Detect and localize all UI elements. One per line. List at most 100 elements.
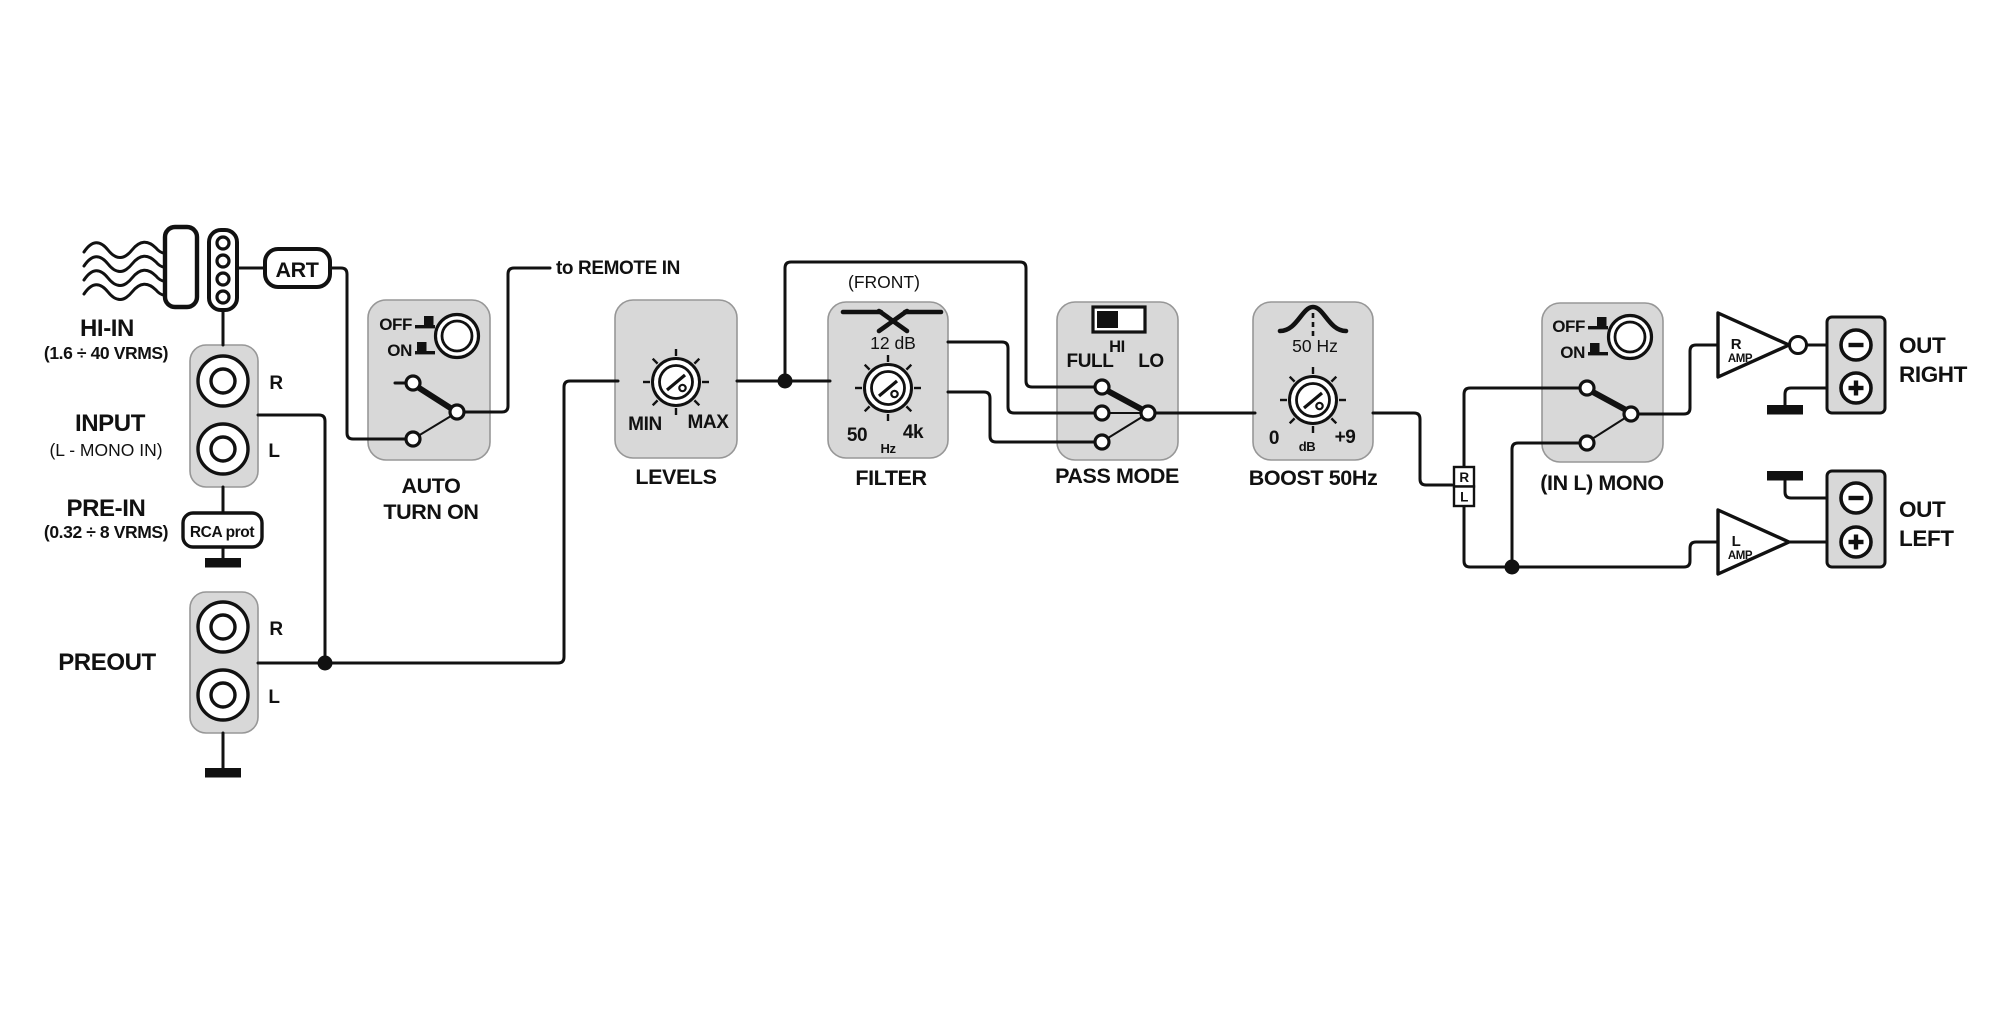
levels-max-label: MAX	[687, 412, 729, 433]
boost-to-split-wire	[1371, 411, 1454, 487]
remote-wire	[462, 266, 552, 414]
channel-tag-boxes	[1452, 465, 1476, 508]
ground-icon	[1767, 471, 1803, 481]
rca-jack-icon	[196, 422, 250, 476]
out-left-label-2: LEFT	[1899, 526, 1954, 551]
boost-min-label: 0	[1269, 428, 1279, 449]
ground-icon	[1767, 405, 1803, 415]
rca-jack-icon	[196, 668, 250, 722]
mono-to-ramp-wire	[1636, 343, 1720, 416]
mono-tap-wire	[1510, 441, 1582, 569]
pass-hi-label: HI	[1109, 338, 1125, 356]
amp-triangle-icon	[1716, 311, 1791, 379]
hi-in-range: (1.6 ÷ 40 VRMS)	[44, 343, 168, 363]
mono-on-label: ON	[1560, 343, 1585, 362]
levels-min-label: MIN	[628, 414, 662, 435]
toggle-contact-icon	[404, 374, 422, 392]
auto-off-label: OFF	[379, 315, 412, 334]
pre-in-label: PRE-IN	[67, 495, 146, 522]
out-right-label-2: RIGHT	[1899, 362, 1968, 387]
minus-terminal-icon	[1841, 483, 1871, 513]
push-button-icon	[433, 312, 481, 360]
rca-jack-icon	[196, 354, 250, 408]
full-bypass-wire	[783, 260, 1097, 389]
tag-r-label: R	[1459, 470, 1469, 485]
right-ground-wire	[1783, 386, 1843, 407]
switch-arm	[1103, 387, 1146, 413]
harness-connector-icon	[162, 224, 200, 310]
boost-knob-icon	[1278, 365, 1348, 435]
rca-jack-icon	[196, 600, 250, 654]
remote-note: to REMOTE IN	[556, 258, 680, 279]
toggle-contact-icon	[1093, 404, 1111, 422]
inverter-bubble-icon	[1788, 335, 1808, 355]
toggle-contact-icon	[1622, 405, 1640, 423]
left-amp	[1716, 508, 1791, 576]
rca-prot-box	[181, 511, 264, 549]
on-position-icon	[417, 342, 427, 352]
toggle-contact-icon	[1578, 379, 1596, 397]
boost-freq-label: 50 Hz	[1292, 336, 1338, 356]
art-label: ART	[276, 258, 319, 282]
input-sub-label: (L - MONO IN)	[49, 440, 162, 460]
plus-terminal-icon	[1841, 527, 1871, 557]
hi-in-label: HI-IN	[80, 315, 134, 342]
filter-knob-icon	[853, 353, 923, 423]
filter-lo-wire	[946, 390, 1097, 444]
filter-hi-wire	[946, 340, 1097, 415]
toggle-contact-icon	[1093, 378, 1111, 396]
right-amp-label-2: AMP	[1728, 353, 1753, 365]
pre-in-range: (0.32 ÷ 8 VRMS)	[44, 522, 168, 542]
switch-arm	[413, 383, 455, 412]
input-to-preout-wire	[256, 413, 327, 665]
input-jack-r-label: R	[269, 373, 283, 394]
junction-dots	[317, 373, 1520, 671]
filter-slope-label: 12 dB	[870, 333, 916, 353]
pass-mode-title: PASS MODE	[1055, 464, 1179, 488]
speaker-wires-icon	[82, 240, 170, 301]
right-channel-wire	[1462, 386, 1582, 469]
boost-max-label: +9	[1335, 427, 1356, 448]
out-left-label-1: OUT	[1899, 497, 1946, 522]
left-amp-label-1: L	[1732, 533, 1741, 550]
filter-title: FILTER	[855, 466, 927, 490]
auto-title-2: TURN ON	[383, 500, 478, 524]
left-channel-wire	[1462, 503, 1720, 569]
left-ground-wire	[1783, 479, 1843, 500]
boost-title: BOOST 50Hz	[1249, 466, 1378, 490]
on-position-icon	[1590, 343, 1600, 353]
plus-terminal-icon	[1841, 373, 1871, 403]
filter-min-label: 50	[847, 425, 867, 446]
levels-knob-icon	[641, 347, 711, 417]
filter-unit-label: Hz	[880, 441, 896, 456]
off-position-icon	[424, 316, 434, 326]
out-left-terminals	[1825, 469, 1887, 569]
right-amp	[1716, 311, 1808, 379]
right-amp-label-1: R	[1731, 336, 1742, 353]
off-position-icon	[1597, 317, 1607, 327]
preout-to-levels-wire	[256, 379, 620, 665]
toggle-contact-icon	[448, 403, 466, 421]
toggle-contact-icon	[1093, 433, 1111, 451]
auto-title-1: AUTO	[402, 474, 461, 498]
preout-jack-l-label: L	[268, 687, 280, 708]
amp-triangle-icon	[1716, 508, 1791, 576]
mono-title: (IN L) MONO	[1540, 471, 1663, 495]
front-note: (FRONT)	[848, 272, 920, 292]
levels-title: LEVELS	[635, 465, 716, 489]
labels: HI-IN (1.6 ÷ 40 VRMS) INPUT (L - MONO IN…	[44, 258, 1968, 708]
out-right-terminals	[1825, 315, 1887, 415]
pass-mode-controls	[1091, 305, 1157, 451]
filter-max-label: 4k	[903, 422, 924, 443]
toggle-contact-icon	[1139, 404, 1157, 422]
left-amp-label-2: AMP	[1728, 550, 1753, 562]
pin-strip-icon	[207, 228, 239, 312]
art-module-box	[263, 247, 332, 289]
input-label: INPUT	[75, 410, 146, 437]
input-jack-l-label: L	[268, 441, 280, 462]
auto-turn-on-controls	[404, 312, 481, 448]
mono-off-label: OFF	[1552, 317, 1585, 336]
pass-full-label: FULL	[1067, 351, 1115, 372]
